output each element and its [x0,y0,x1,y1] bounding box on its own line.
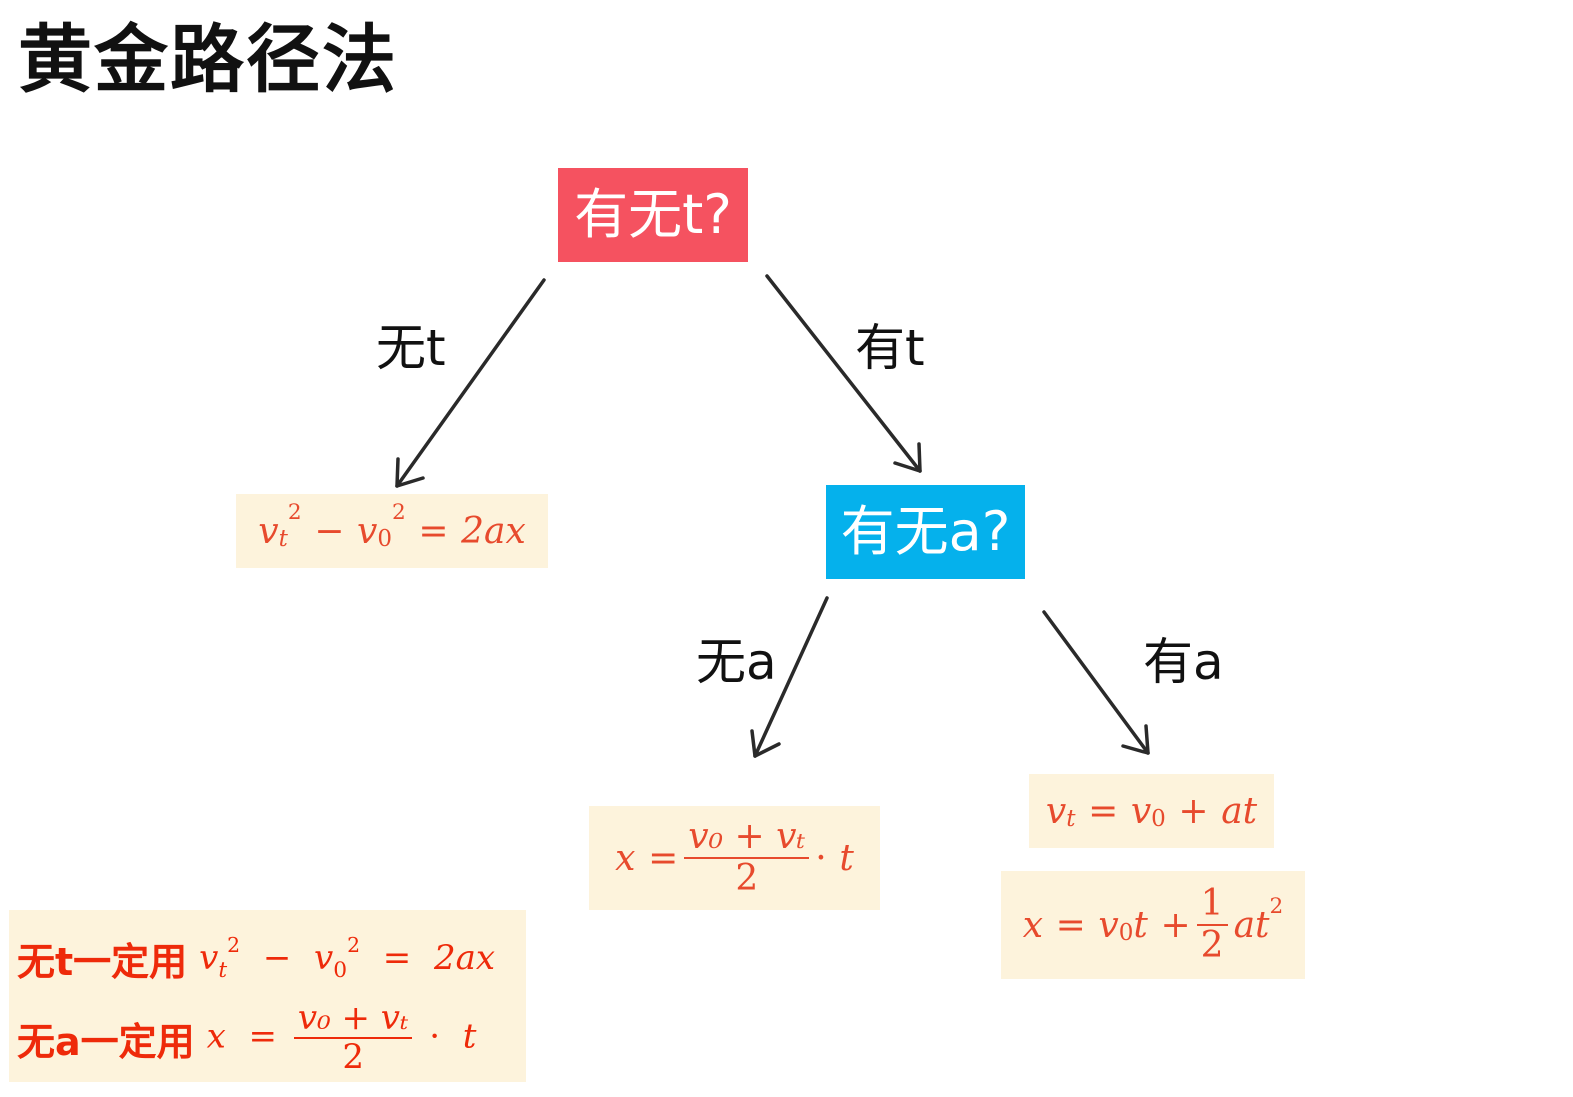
summary-line-no-t: 无t一定用 vt2 − v02 = 2ax [17,932,496,984]
arrow-no-a [750,596,829,758]
summary-formula-no-a: x = v₀ + vₜ 2 · t [206,997,477,1077]
summary-box: 无t一定用 vt2 − v02 = 2ax 无a一定用 x = v₀ + vₜ … [9,910,526,1082]
fraction: 1 2 [1196,884,1228,965]
branch-label-has-a: 有a [1143,633,1224,691]
branch-label-has-t: 有t [855,319,925,377]
formula-no-a: x = v₀ + vₜ 2 · t [589,806,880,910]
branch-label-no-t: 无t [376,319,446,377]
summary-formula-no-t: vt2 − v02 = 2ax [199,932,496,983]
decision-node-has-t: 有无t? [558,168,748,262]
arrow-has-t [765,274,922,473]
page-title: 黄金路径法 [18,17,398,103]
branch-label-no-a: 无a [696,633,777,691]
summary-line-no-a: 无a一定用 x = v₀ + vₜ 2 · t [17,997,477,1077]
decision-node-has-a: 有无a? [826,485,1025,579]
fraction: v₀ + vₜ 2 [293,999,413,1077]
arrow-no-t [395,278,546,488]
fraction: v₀ + vₜ 2 [684,817,810,898]
arrow-has-a [1042,610,1150,755]
